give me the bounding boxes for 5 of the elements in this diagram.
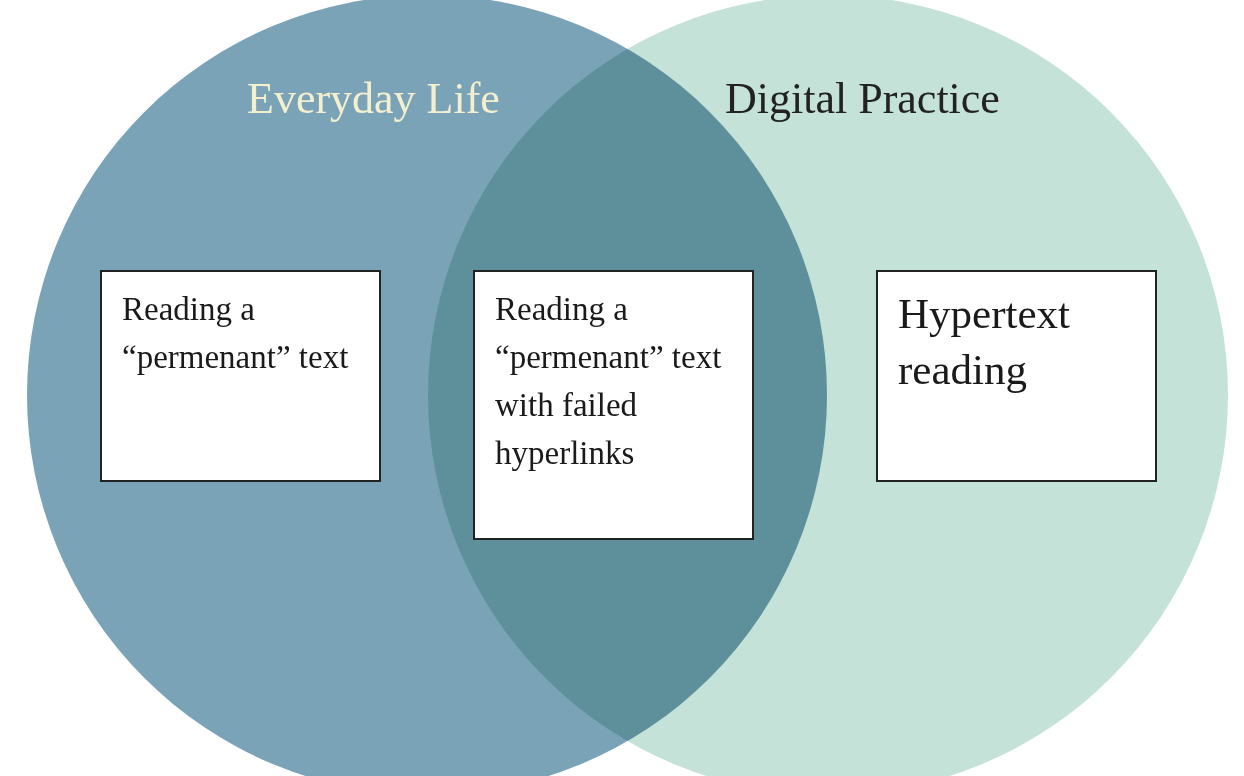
label-box: Reading a “permenant” text [100, 270, 381, 482]
circle-title: Digital Practice [725, 73, 1000, 124]
label-box: Hypertext reading [876, 270, 1157, 482]
label-box: Reading a “permenant” text with failed hyperlinks [473, 270, 754, 540]
circle-title: Everyday Life [247, 73, 500, 124]
